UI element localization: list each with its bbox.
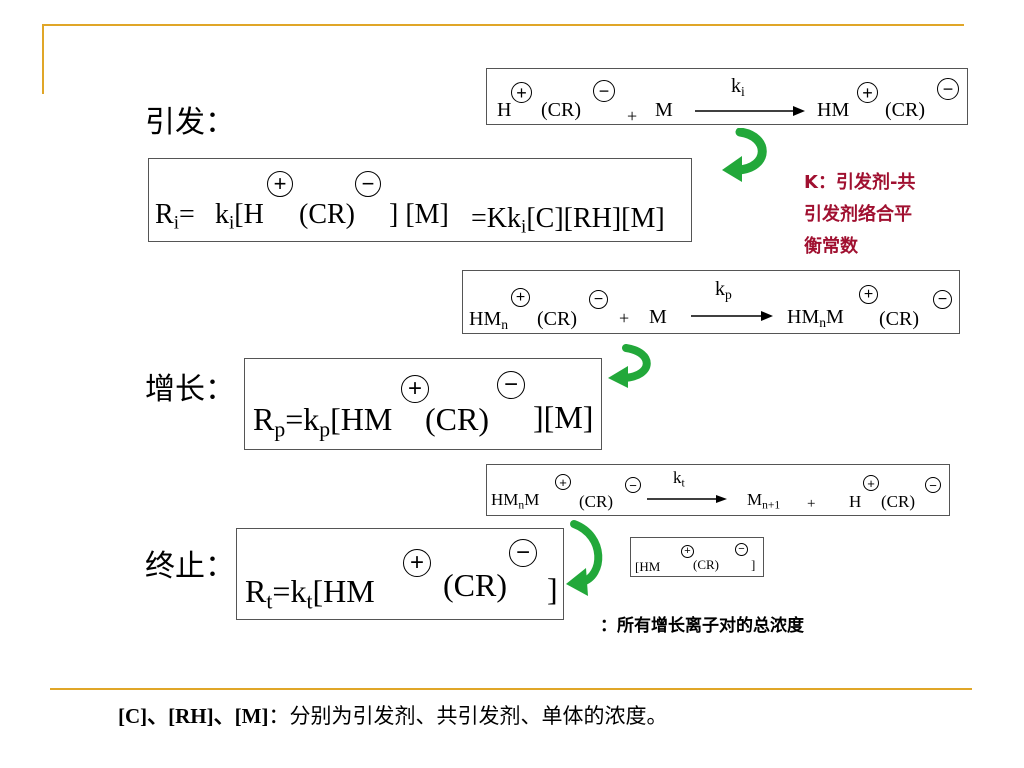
rate-symbol-rp: Rp=kp[HM xyxy=(253,401,393,442)
plus-sign: + xyxy=(627,106,638,126)
minus-charge-icon: − xyxy=(735,543,748,556)
closing-concentration: ] [M] xyxy=(389,199,449,230)
k-note-line1: K：引发剂-共 xyxy=(804,172,916,193)
plus-charge-icon: + xyxy=(863,475,879,491)
product-hmnm: HMnM xyxy=(787,306,844,331)
minus-charge-icon: − xyxy=(925,477,941,493)
closing-bracket: ] xyxy=(751,557,756,572)
initiation-rate-box: Ri= ki[H + (CR) − ] [M] =Kki[C][RH][M] xyxy=(148,158,692,242)
counterion-cr: (CR) xyxy=(425,401,489,437)
rate-constant-kt: kt xyxy=(673,468,685,490)
rate-symbol-rt: Rt=kt[HM xyxy=(245,573,375,614)
bracket-hm: [HM xyxy=(635,559,661,574)
minus-charge-icon: − xyxy=(509,539,537,567)
left-accent-line xyxy=(42,24,44,94)
plus-sign: + xyxy=(807,496,816,512)
minus-charge-icon: − xyxy=(625,477,641,493)
curved-arrow-icon xyxy=(566,520,603,596)
product-h: H xyxy=(849,492,862,511)
plus-charge-icon: + xyxy=(267,171,293,197)
minus-charge-icon: − xyxy=(589,290,608,309)
equivalent-expression: =Kki[C][RH][M] xyxy=(471,203,665,238)
counterion-cr: (CR) xyxy=(885,99,925,121)
plus-charge-icon: + xyxy=(401,375,429,403)
plus-charge-icon: + xyxy=(857,82,878,103)
plus-charge-icon: + xyxy=(511,288,530,307)
curved-arrow-icon xyxy=(608,344,651,388)
initiation-label: 引发： xyxy=(145,105,235,140)
counterion-cr: (CR) xyxy=(299,199,355,230)
minus-charge-icon: − xyxy=(933,290,952,309)
reactant-hmnm: HMnM xyxy=(491,490,540,512)
footer-text: ：分别为引发剂、共引发剂、单体的浓度。 xyxy=(268,704,668,728)
monomer-m: M xyxy=(655,99,673,121)
minus-charge-icon: − xyxy=(497,371,525,399)
reaction-arrow-icon xyxy=(691,311,773,321)
plus-sign: + xyxy=(619,308,630,328)
rate-constant-ki: ki xyxy=(731,75,745,100)
product-hm: HM xyxy=(817,99,850,121)
propagation-label: 增长： xyxy=(145,372,235,407)
footer-note: [C]、[RH]、[M]：分别为引发剂、共引发剂、单体的浓度。 xyxy=(118,706,667,727)
minus-charge-icon: − xyxy=(937,78,959,100)
termination-rate-box: Rt=kt[HM + (CR) − ] xyxy=(236,528,564,620)
counterion-cr: (CR) xyxy=(881,492,915,511)
initiation-reaction-box: H + (CR) − + M ki HM + (CR) − xyxy=(486,68,968,125)
footer-accent-line xyxy=(50,688,972,690)
plus-charge-icon: + xyxy=(511,82,532,103)
counterion-cr: (CR) xyxy=(579,492,613,511)
minus-charge-icon: − xyxy=(355,171,381,197)
termination-label: 终止： xyxy=(145,549,235,584)
product-mn1: Mn+1 xyxy=(747,490,781,512)
top-accent-line xyxy=(42,24,964,26)
propagation-reaction-box: HMn + (CR) − + M kp HMnM + (CR) − xyxy=(462,270,960,334)
reactant-hmn: HMn xyxy=(469,308,509,333)
closing-bracket: ] xyxy=(547,571,558,607)
reaction-arrow-icon xyxy=(695,106,805,116)
reaction-arrow-icon xyxy=(647,495,727,503)
plus-charge-icon: + xyxy=(555,474,571,490)
monomer-m: M xyxy=(649,306,667,328)
plus-charge-icon: + xyxy=(403,549,431,577)
rate-symbol-ri: Ri= xyxy=(155,199,195,234)
footer-brackets: [C]、[RH]、[M] xyxy=(118,704,269,728)
plus-charge-icon: + xyxy=(681,545,694,558)
plus-charge-icon: + xyxy=(859,285,878,304)
termination-reaction-box: HMnM + (CR) − kt Mn+1 + H + (CR) − xyxy=(486,464,950,516)
closing-concentration: ][M] xyxy=(533,399,594,435)
counterion-cr: (CR) xyxy=(537,308,577,330)
rate-constant-ki: ki[H xyxy=(215,199,264,234)
k-note-line3: 衡常数 xyxy=(804,236,858,257)
counterion-cr: (CR) xyxy=(879,308,919,330)
propagation-rate-box: Rp=kp[HM + (CR) − ][M] xyxy=(244,358,602,450)
total-concentration-note: ：所有增长离子对的总浓度 xyxy=(600,616,804,636)
minus-charge-icon: − xyxy=(593,80,615,102)
counterion-cr: (CR) xyxy=(443,567,507,603)
total-concentration-box: [HM + (CR) − ] xyxy=(630,537,764,577)
curved-arrow-icon xyxy=(722,128,767,182)
counterion-cr: (CR) xyxy=(541,99,581,121)
rate-constant-kp: kp xyxy=(715,278,732,303)
counterion-cr: (CR) xyxy=(693,557,719,572)
reactant-h: H xyxy=(497,99,512,121)
k-note-line2: 引发剂络合平 xyxy=(804,204,912,225)
